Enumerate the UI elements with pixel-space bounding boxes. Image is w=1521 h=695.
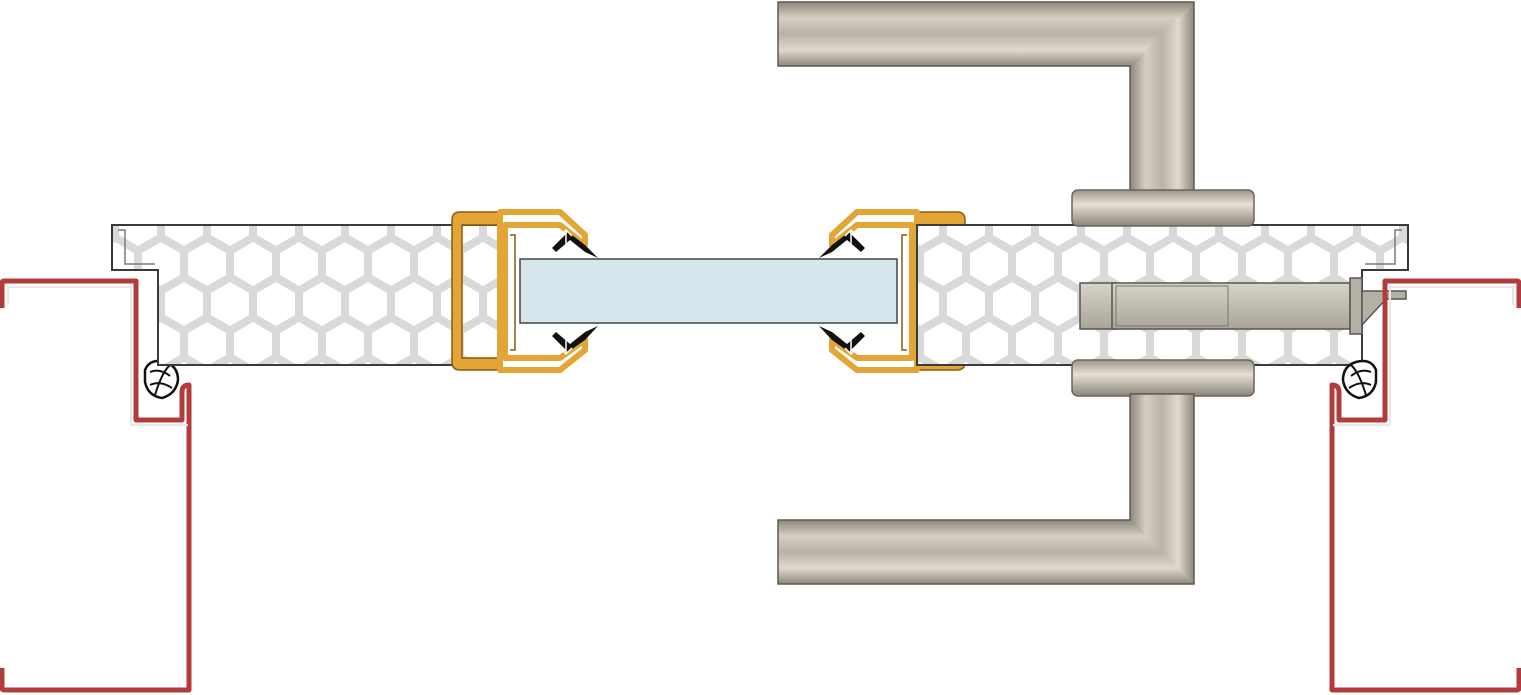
right-frame-icon [1329,278,1521,693]
gasket-icon [1341,359,1378,400]
gasket-icon [819,228,865,356]
glass-pane-icon [519,258,898,324]
left-door-leaf [111,224,501,366]
lever-handle-icon [777,359,1255,585]
lever-handle-icon [777,1,1255,227]
lock-case-icon [1079,277,1407,335]
left-frame-icon [0,278,192,693]
gasket-icon [143,359,180,400]
glazing-bead-icon [451,209,588,373]
gasket-icon [552,228,598,356]
